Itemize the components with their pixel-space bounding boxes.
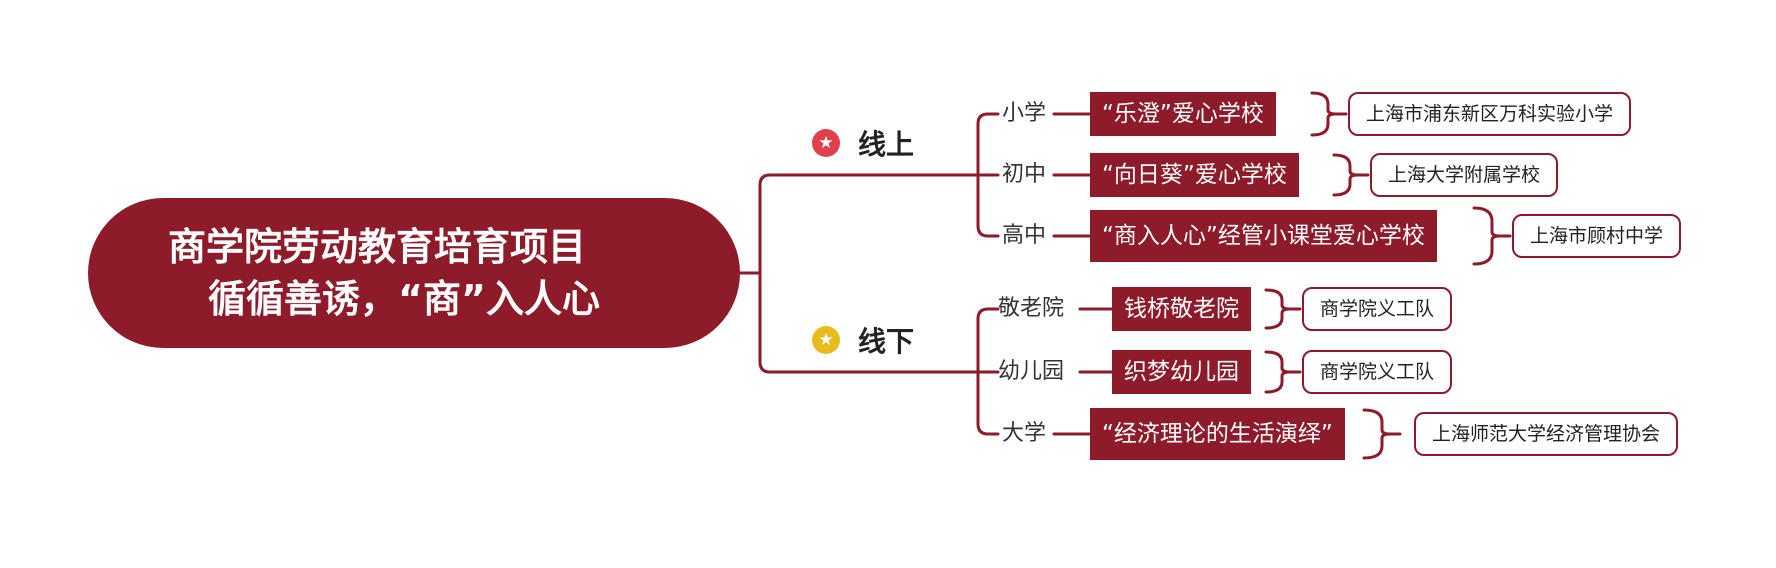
branch-offline: ★ 线下: [812, 320, 914, 360]
brace-4: [1264, 288, 1302, 330]
brace-5: [1264, 350, 1302, 394]
level-label: 大学: [1002, 421, 1047, 446]
branch-online-label: 线上: [858, 128, 915, 161]
level-label: 初中: [1002, 162, 1047, 187]
school-node: 织梦幼儿园: [1112, 350, 1251, 394]
level-label: 小学: [1002, 101, 1047, 126]
branch-offline-label: 线下: [858, 325, 915, 358]
root-topic: 商学院劳动教育培育项目 循循善诱，“商”入人心: [88, 198, 740, 348]
partner-node: 上海市顾村中学: [1512, 214, 1682, 258]
star-badge-icon: ★: [812, 129, 840, 157]
partner-node: 商学院义工队: [1302, 287, 1453, 331]
partner-node: 上海大学附属学校: [1370, 153, 1559, 197]
root-title-line2: 循循善诱，“商”入人心: [208, 277, 600, 321]
brace-3: [1472, 206, 1512, 266]
school-node: “商入人心”经管小课堂爱心学校: [1090, 210, 1437, 262]
brace-6: [1362, 408, 1402, 460]
connector-online-bracket: [976, 112, 1000, 238]
level-label: 幼儿园: [998, 359, 1065, 384]
school-node: “向日葵”爱心学校: [1090, 153, 1299, 197]
school-node: “经济理论的生活演绎”: [1090, 408, 1345, 460]
partner-node: 商学院义工队: [1302, 350, 1453, 394]
brace-2: [1332, 153, 1370, 197]
star-badge-icon: ★: [812, 326, 840, 354]
level-label: 高中: [1002, 223, 1047, 248]
branch-online: ★ 线上: [812, 123, 914, 163]
root-title-line1: 商学院劳动教育培育项目: [168, 225, 587, 269]
school-node: “乐澄”爱心学校: [1090, 92, 1276, 136]
school-node: 钱桥敬老院: [1112, 287, 1251, 331]
connector-offline-bracket: [976, 307, 1000, 436]
level-label: 敬老院: [998, 296, 1065, 321]
brace-1: [1310, 91, 1348, 137]
partner-node: 上海市浦东新区万科实验小学: [1348, 92, 1632, 136]
partner-node: 上海师范大学经济管理协会: [1414, 412, 1679, 456]
